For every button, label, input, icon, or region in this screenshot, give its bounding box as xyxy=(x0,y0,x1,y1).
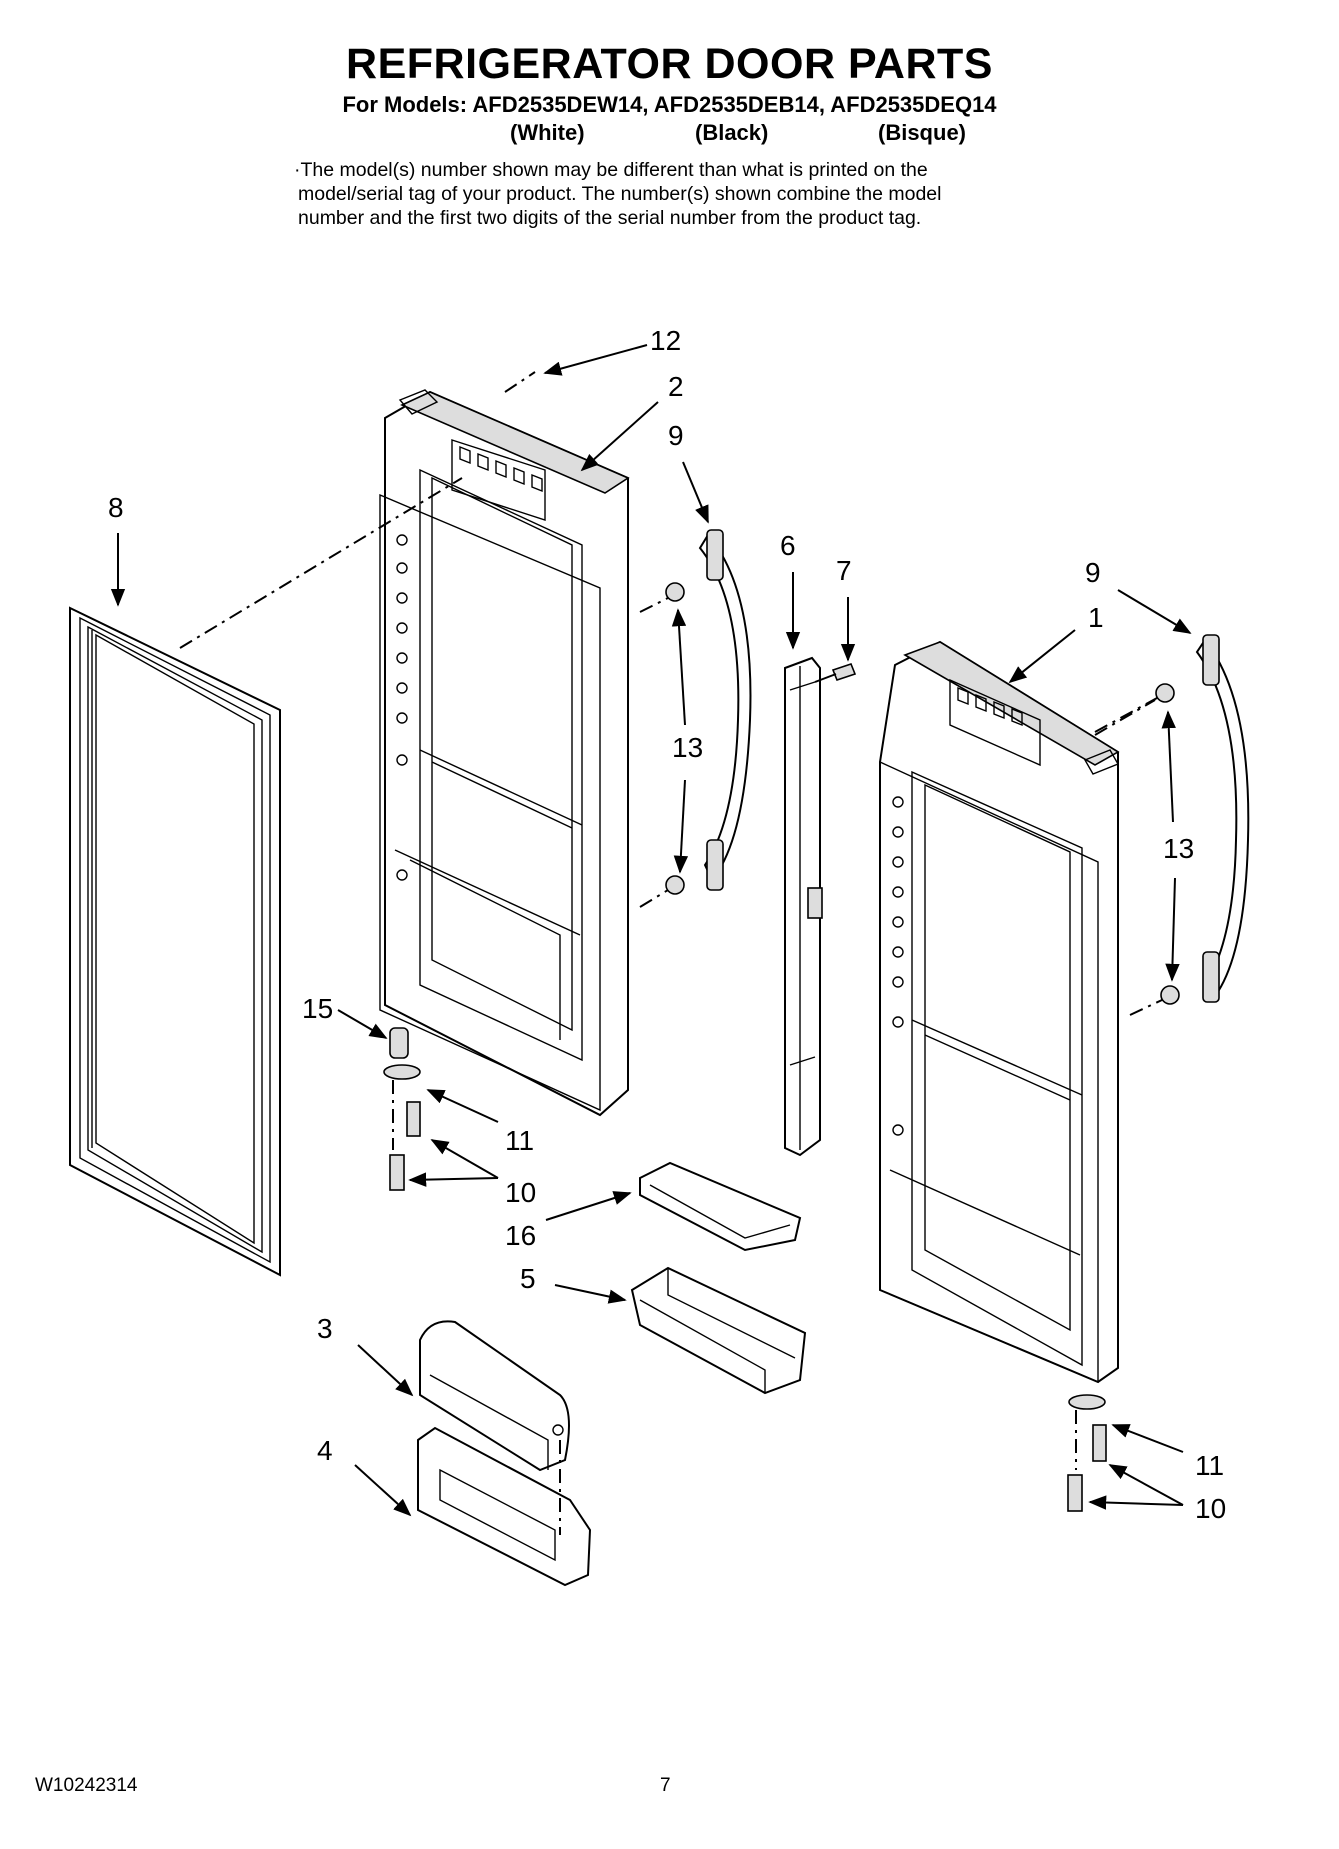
left-door-stop-part-15 xyxy=(389,1027,409,1059)
callout-16: 16 xyxy=(505,1220,536,1251)
model-list: For Models: AFD2535DEW14, AFD2535DEB14, … xyxy=(342,92,997,117)
door-bin-part-5 xyxy=(630,1266,807,1395)
callout-11: 11 xyxy=(1195,1450,1224,1481)
left-hinge-washer-part-11 xyxy=(383,1064,421,1137)
callout-3: 3 xyxy=(317,1313,333,1344)
model-number-note: ·The model(s) number shown may be differ… xyxy=(294,158,1118,230)
callout-labels: 12 2 9 8 6 7 9 1 13 13 15 11 10 16 5 3 4… xyxy=(108,325,1226,1524)
door-gasket-part-8 xyxy=(69,606,281,1277)
callout-7: 7 xyxy=(836,555,852,586)
document-number: W10242314 xyxy=(35,1775,138,1796)
callout-2: 2 xyxy=(668,371,684,402)
note-line: ·The model(s) number shown may be differ… xyxy=(294,159,928,181)
right-door-part-1 xyxy=(879,640,1120,1384)
callout-11: 11 xyxy=(505,1125,534,1156)
shelf-insert-part-16 xyxy=(639,1161,802,1252)
page-number: 7 xyxy=(660,1775,671,1796)
left-handle-part-9 xyxy=(698,529,752,891)
callout-arrows xyxy=(110,344,1192,1517)
callout-8: 8 xyxy=(108,492,124,523)
right-hinge-screw-part-10 xyxy=(1067,1474,1083,1512)
right-hinge-washer-part-11 xyxy=(1068,1394,1107,1462)
note-line: number and the first two digits of the s… xyxy=(298,207,922,229)
note-line: model/serial tag of your product. The nu… xyxy=(298,183,942,205)
callout-15: 15 xyxy=(302,993,333,1024)
callout-9: 9 xyxy=(668,420,684,451)
callout-13: 13 xyxy=(1163,833,1194,864)
left-hinge-screw-part-10 xyxy=(389,1154,405,1191)
callout-4: 4 xyxy=(317,1435,333,1466)
variant-black: (Black) xyxy=(695,120,769,145)
variant-white: (White) xyxy=(510,120,585,145)
dairy-bin-part-4 xyxy=(417,1426,592,1587)
callout-10: 10 xyxy=(505,1177,536,1208)
page-title: REFRIGERATOR DOOR PARTS xyxy=(346,40,993,88)
left-handle-screws-part-13 xyxy=(639,582,685,908)
callout-6: 6 xyxy=(780,530,796,561)
callout-1: 1 xyxy=(1088,602,1104,633)
center-mullion-part-6 xyxy=(784,656,823,1157)
assembly-lines xyxy=(179,371,1156,736)
callout-10: 10 xyxy=(1195,1493,1226,1524)
right-handle-part-9 xyxy=(1195,634,1250,1003)
left-door-part-2 xyxy=(379,389,630,1117)
mullion-screw-part-7 xyxy=(814,663,857,683)
right-handle-screws-part-13 xyxy=(1094,683,1180,1016)
dairy-door-part-3 xyxy=(419,1320,570,1472)
variant-bisque: (Bisque) xyxy=(878,120,966,145)
callout-13: 13 xyxy=(672,732,703,763)
callout-12: 12 xyxy=(650,325,681,356)
callout-5: 5 xyxy=(520,1263,536,1294)
callout-9: 9 xyxy=(1085,557,1101,588)
